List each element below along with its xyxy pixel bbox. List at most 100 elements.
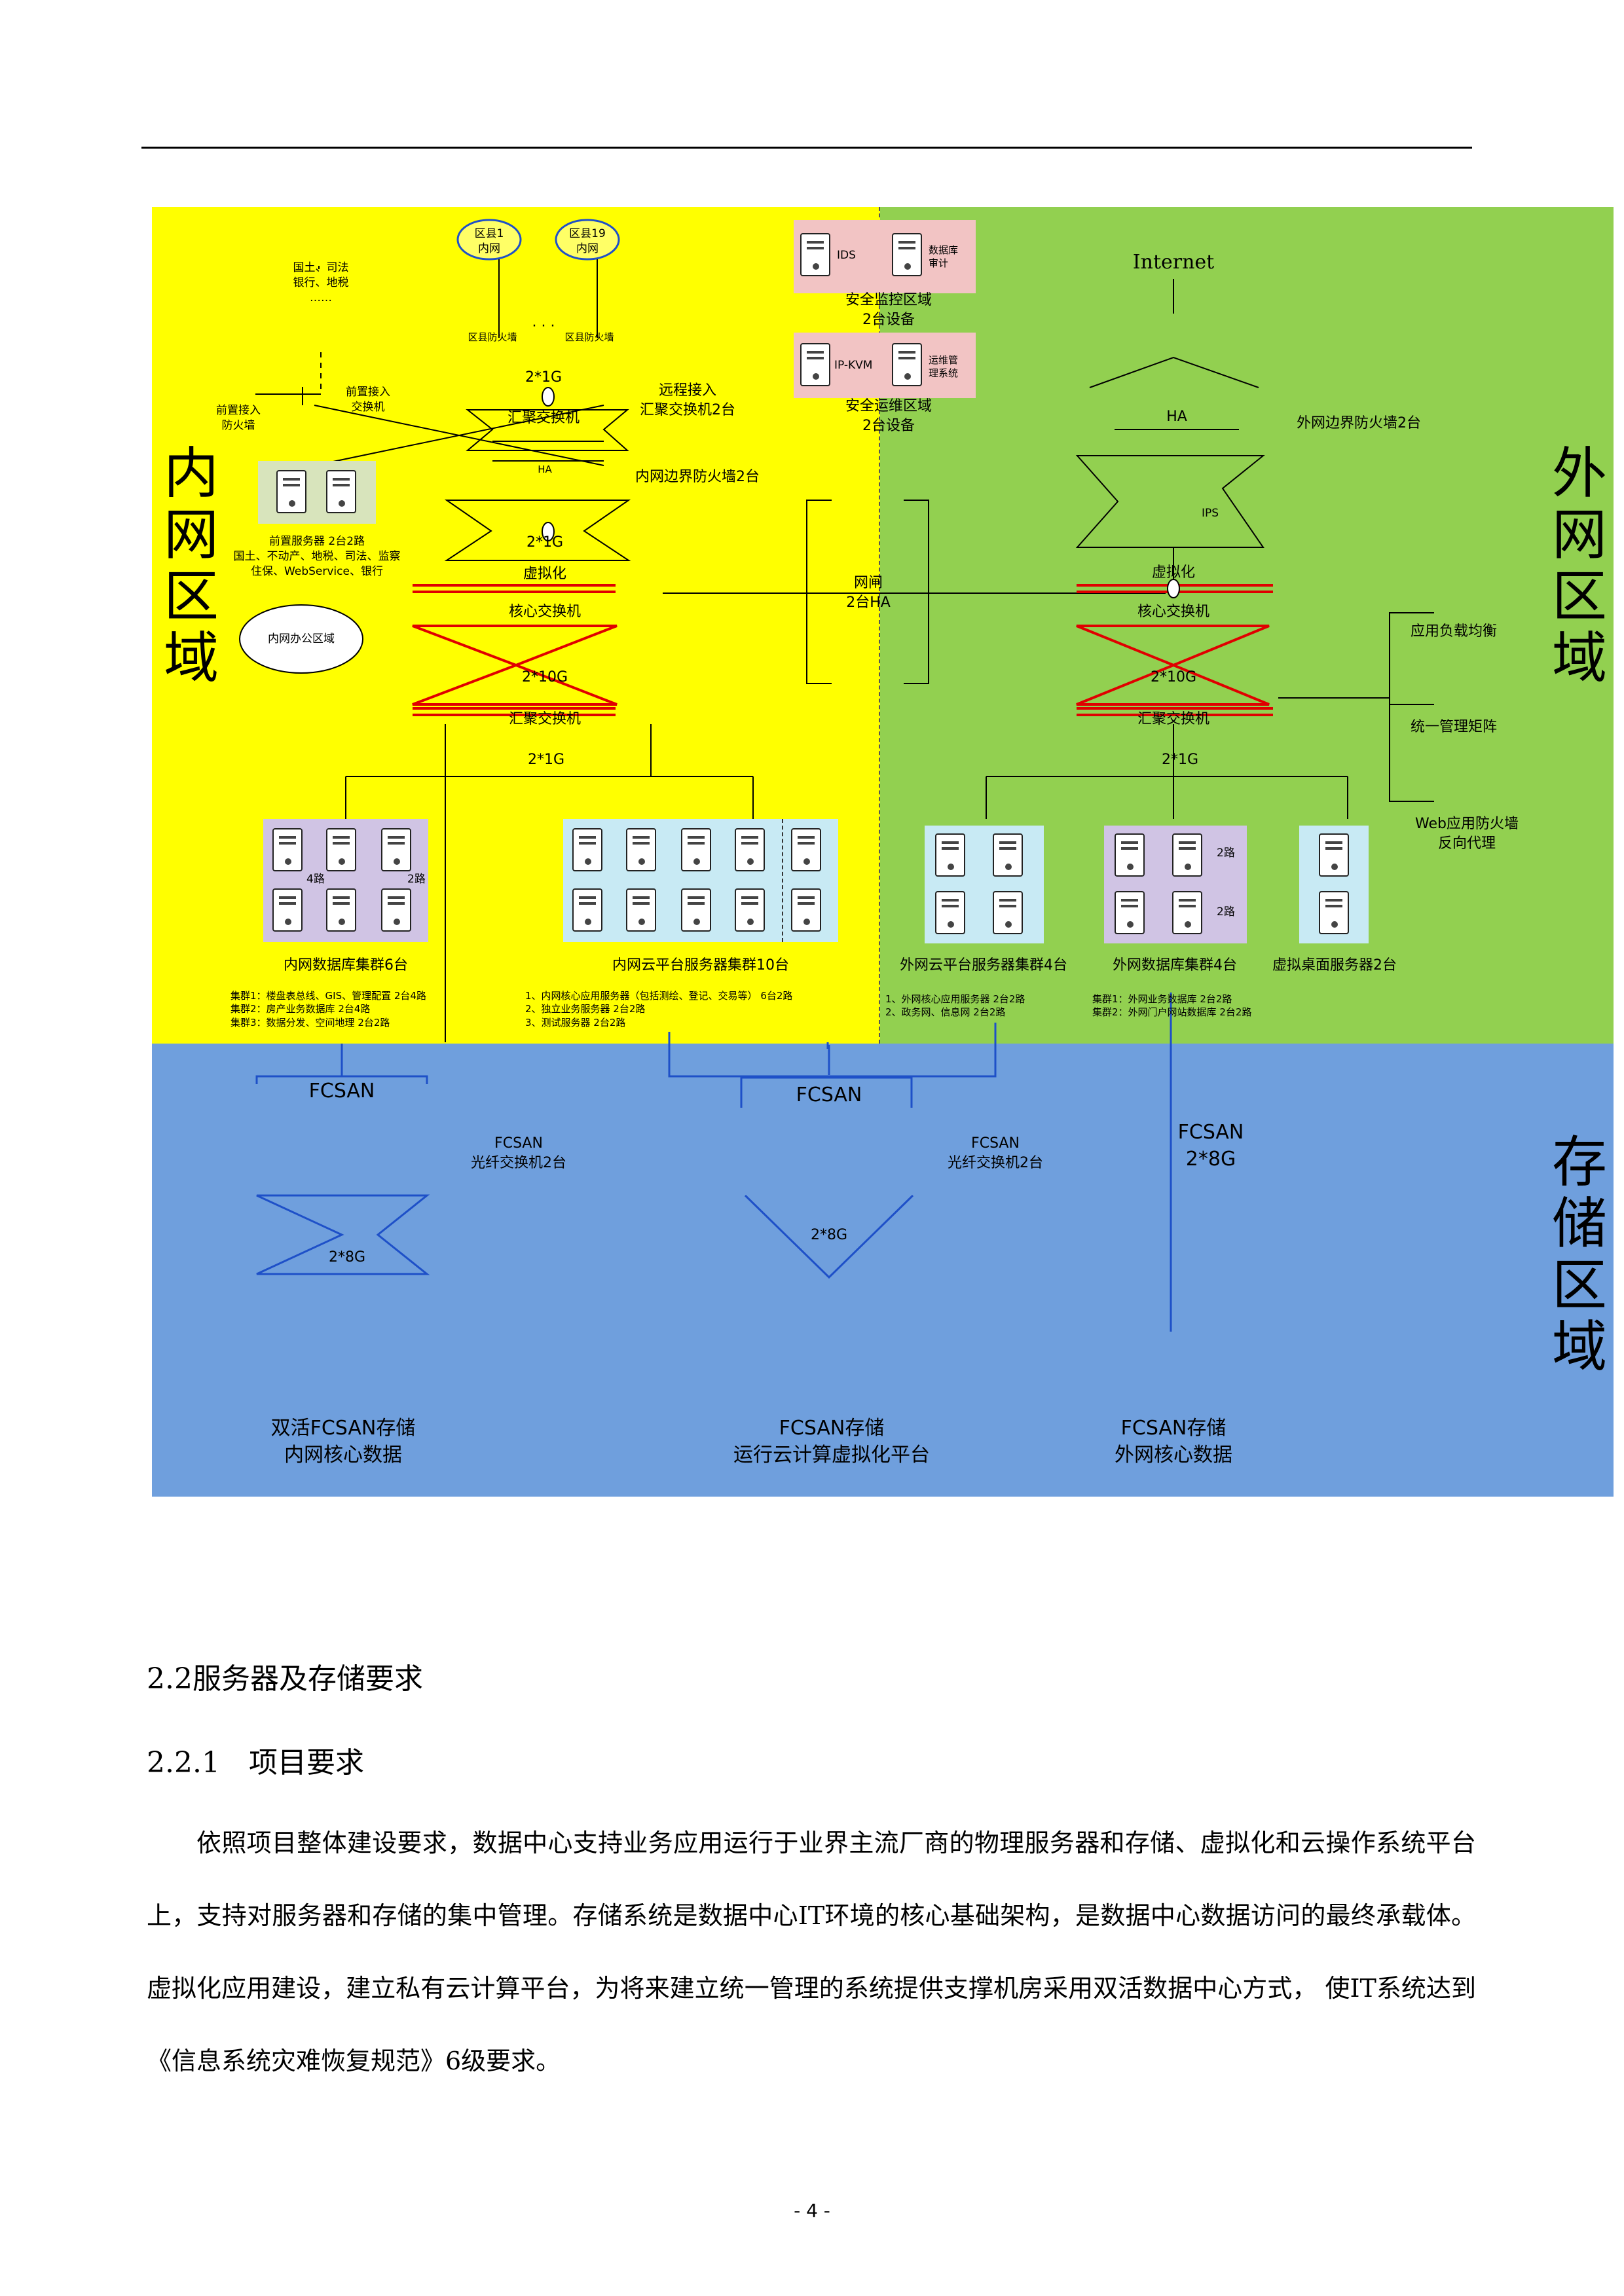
waf-label: Web应用防火墙反向代理 [1415, 816, 1519, 852]
g1-mid-label: 2*1G [526, 534, 564, 551]
inner-ha-label: HA [538, 464, 552, 475]
inner-g1-bottom-label: 2*1G [527, 752, 565, 768]
server-icon [681, 828, 711, 871]
header-rule [141, 147, 1472, 149]
server-icon [993, 833, 1023, 877]
body-paragraph: 依照项目整体建设要求，数据中心支持业务应用运行于业界主流厂商的物理服务器和存储、… [147, 1829, 1476, 2075]
inner-db-cluster-label: 内网数据库集群6台 [284, 957, 408, 974]
server-icon [800, 343, 830, 386]
g1-top-label: 2*1G [525, 369, 563, 386]
server-icon [381, 888, 411, 932]
server-icon [1172, 891, 1202, 934]
outer-cloud-cluster-label: 外网云平台服务器集群4台 [900, 957, 1067, 974]
server-icon [1319, 891, 1349, 934]
server-icon [800, 233, 830, 276]
outer-db-cluster-label: 外网数据库集群4台 [1113, 957, 1237, 974]
security-ops-box: IP-KVM 运维管理系统 [794, 333, 976, 398]
county-fw-1: 区县防火墙 [468, 331, 517, 343]
server-icon [326, 888, 356, 932]
server-icon [626, 888, 656, 932]
label-2way-a: 2路 [1217, 847, 1235, 860]
db-audit-label: 数据库审计 [929, 244, 959, 270]
subsection-heading: 2.2.1 项目要求 [147, 1746, 364, 1779]
front-server-group [258, 461, 376, 524]
ipkvm-label: IP-KVM [834, 359, 873, 372]
server-icon [572, 828, 602, 871]
storage-region [152, 1044, 1614, 1497]
remote-access-label: 远程接入汇聚交换机2台 [640, 382, 735, 418]
outer-agg-switch-label: 汇聚交换机 [1137, 711, 1210, 727]
county-fw-2: 区县防火墙 [564, 331, 614, 343]
front-servers-label: 前置服务器 2台2路国土、不动产、地税、司法、监察住保、WebService、银… [233, 535, 401, 578]
ops-sys-label: 运维管理系统 [929, 354, 959, 380]
outer-db-notes: 集群1：外网业务数据库 2台2路集群2：外网门户网站数据库 2台2路 [1092, 993, 1252, 1019]
server-icon [272, 828, 303, 871]
inner-cloud-cluster-label: 内网云平台服务器集群10台 [612, 957, 789, 974]
outer-db-cluster-box: 2路 2路 [1104, 826, 1247, 943]
server-icon [1115, 891, 1145, 934]
outer-desktop-box [1299, 826, 1369, 943]
label-2way-b: 2路 [1217, 905, 1235, 919]
server-icon [276, 470, 306, 513]
outer-region-label: 外网区域 [1551, 441, 1607, 691]
outer-desktop-label: 虚拟桌面服务器2台 [1272, 957, 1397, 974]
server-icon [935, 891, 965, 934]
server-icon [626, 828, 656, 871]
security-monitor-box: IDS 数据库审计 [794, 220, 976, 293]
inner-core-switch-label: 核心交换机 [508, 604, 581, 620]
g8-mid-label: 2*8G [810, 1227, 848, 1243]
load-balance-label: 应用负载均衡 [1411, 623, 1498, 640]
section-heading: 2.2服务器及存储要求 [147, 1662, 423, 1696]
outer-g1-label: 2*1G [1161, 752, 1199, 768]
inner-db-cluster-box: 4路 2路 [263, 819, 428, 942]
server-icon [735, 828, 765, 871]
server-icon [791, 828, 821, 871]
server-icon [735, 888, 765, 932]
internet-label: Internet [1132, 251, 1215, 274]
region-divider [879, 207, 880, 1044]
inner-g10-label: 2*10G [521, 669, 568, 685]
inner-region-label: 内网区域 [163, 441, 219, 691]
office-area-label: 内网办公区域 [268, 632, 335, 646]
outer-border-fw-label: 外网边界防火墙2台 [1297, 415, 1421, 431]
inner-virtualization-label: 虚拟化 [523, 566, 567, 582]
server-icon [1319, 833, 1349, 877]
ips-label: IPS [1201, 507, 1219, 520]
server-icon [272, 888, 303, 932]
dots-label: · · · [532, 318, 555, 335]
network-diagram: 内网区域 外网区域 存储区域 [152, 207, 1614, 1497]
storage-mid-label: FCSAN存储运行云计算虚拟化平台 [733, 1417, 930, 1467]
server-icon [381, 828, 411, 871]
outer-cloud-cluster-box [925, 826, 1044, 943]
label-2way: 2路 [407, 873, 426, 886]
storage-region-label: 存储区域 [1551, 1130, 1607, 1379]
inner-border-fw-label: 内网边界防火墙2台 [635, 469, 760, 485]
server-icon [791, 888, 821, 932]
storage-right-label: FCSAN存储外网核心数据 [1115, 1417, 1232, 1467]
inner-agg-switch-label: 汇聚交换机 [508, 711, 581, 727]
inner-db-notes: 集群1：楼盘表总线、GIS、管理配置 2台4路集群2：房产业务数据库 2台4路集… [231, 990, 426, 1029]
server-icon [681, 888, 711, 932]
outer-g10-label: 2*10G [1150, 669, 1197, 685]
inner-cloud-cluster-box [563, 819, 838, 942]
land-label: 国土、司法银行、地税…… [293, 261, 349, 304]
server-icon [1172, 833, 1202, 877]
agg-switch-top-label: 汇聚交换机 [507, 410, 580, 426]
server-icon [993, 891, 1023, 934]
server-icon [892, 343, 922, 386]
front-switch-label: 前置接入交换机 [346, 386, 390, 414]
outer-virtualization-label: 虚拟化 [1151, 564, 1196, 581]
page-number: - 4 - [794, 2200, 830, 2221]
server-icon [572, 888, 602, 932]
mgmt-matrix-label: 统一管理矩阵 [1411, 719, 1498, 735]
server-icon [326, 470, 356, 513]
cluster-divider [782, 819, 783, 942]
server-icon [935, 833, 965, 877]
